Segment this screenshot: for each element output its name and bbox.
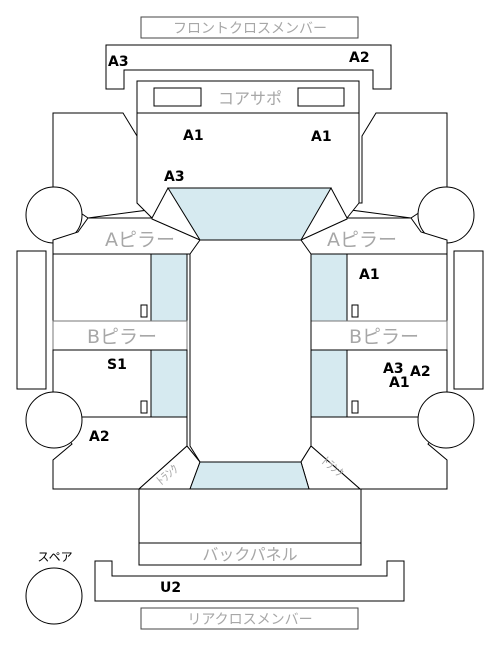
rear-cross-member-bar[interactable] [140, 607, 359, 630]
headlight-left[interactable] [153, 87, 202, 107]
right-rear-door-code-a3: A3 [383, 361, 404, 377]
b-pillar-right-label: Bピラー [349, 326, 419, 348]
right-front-door-handle [351, 304, 359, 318]
left-side-sill[interactable] [16, 250, 47, 390]
rear-glass[interactable] [189, 461, 310, 490]
left-front-door-glass[interactable] [150, 253, 188, 322]
rear-left-wheel[interactable] [25, 391, 83, 449]
hood-right-code: A1 [311, 129, 332, 145]
back-panel-label: バックパネル [202, 545, 297, 564]
rear-cross-member[interactable] [94, 560, 405, 602]
left-rear-door-glass[interactable] [150, 349, 188, 418]
rear-cross-code: U2 [160, 580, 181, 596]
left-rear-door-handle [140, 400, 148, 414]
right-rear-door-code-a1: A1 [389, 375, 410, 391]
spare-label: スペア [37, 550, 72, 564]
hood-left-code: A1 [183, 128, 204, 144]
front-cross-right-code: A2 [349, 50, 370, 66]
right-rear-door-handle [351, 400, 359, 414]
left-rear-fender[interactable] [52, 416, 188, 490]
right-side-sill[interactable] [453, 250, 484, 390]
right-rear-door-glass[interactable] [310, 349, 348, 418]
right-front-door-code: A1 [359, 267, 380, 283]
windshield[interactable] [167, 187, 332, 241]
rear-right-wheel[interactable] [417, 391, 475, 449]
rear-cross-member-label: リアクロスメンバー [187, 612, 312, 628]
left-rear-door-code: S1 [107, 357, 127, 373]
roof[interactable] [189, 239, 312, 463]
a-pillar-right-label: Aピラー [327, 229, 397, 251]
right-front-door-glass[interactable] [310, 253, 348, 322]
windshield-code: A3 [164, 169, 185, 185]
front-cross-member-bar[interactable] [140, 16, 359, 39]
left-rear-fender-code: A2 [89, 429, 110, 445]
front-cross-member-label: フロントクロスメンバー [173, 21, 327, 37]
left-front-door-handle [140, 304, 148, 318]
spare-tire[interactable] [25, 567, 83, 625]
front-cross-member[interactable] [105, 44, 392, 90]
headlight-right[interactable] [297, 87, 345, 107]
core-support-label: コアサポ [218, 89, 282, 108]
front-cross-left-code: A3 [108, 54, 129, 70]
a-pillar-left-label: Aピラー [105, 229, 175, 251]
trunk-lid[interactable] [138, 488, 362, 544]
b-pillar-left-label: Bピラー [87, 326, 157, 348]
back-panel[interactable] [138, 542, 362, 566]
right-rear-door-code-a2: A2 [410, 364, 431, 380]
right-rear-fender[interactable] [310, 416, 448, 490]
